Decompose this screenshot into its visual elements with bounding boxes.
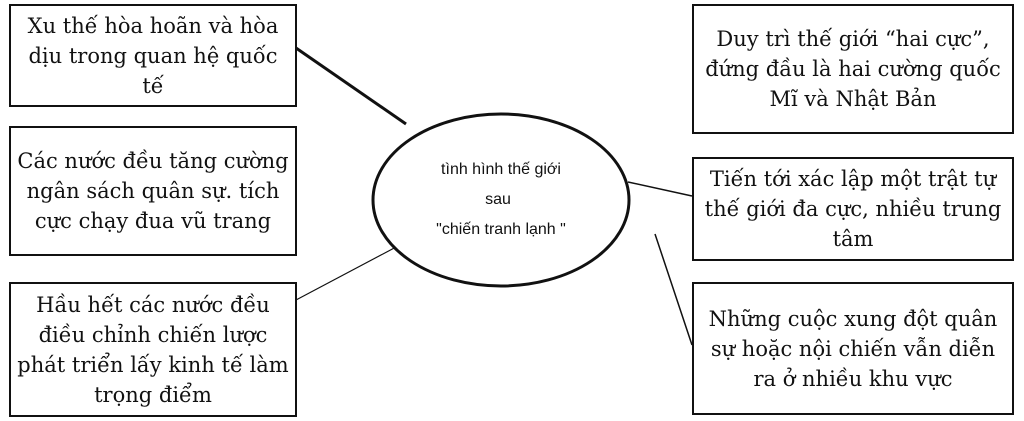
- connector-left-top: [295, 46, 407, 126]
- box-right-multipolar: Tiến tới xác lập một trật tự thế giới đa…: [692, 157, 1014, 261]
- connector-right-bottom: [654, 233, 693, 346]
- box-left-detente: Xu thế hòa hoãn và hòa dịu trong quan hệ…: [9, 4, 297, 107]
- connector-right-middle: [627, 181, 693, 197]
- box-right-multipolar-text: Tiến tới xác lập một trật tự thế giới đa…: [704, 167, 1002, 251]
- box-right-bipolar-text: Duy trì thế giới “hai cực”, đứng đầu là …: [705, 27, 1001, 111]
- box-left-economic-strategy-text: Hầu hết các nước đều điều chỉnh chiến lư…: [17, 292, 289, 407]
- box-left-military-budget-text: Các nước đều tăng cường ngân sách quân s…: [17, 149, 289, 233]
- box-left-economic-strategy: Hầu hết các nước đều điều chỉnh chiến lư…: [9, 282, 297, 417]
- center-topic-line-2: sau: [485, 191, 511, 208]
- box-left-military-budget: Các nước đều tăng cường ngân sách quân s…: [9, 126, 297, 256]
- center-topic-line-3: "chiến tranh lạnh ": [436, 221, 566, 238]
- center-topic: tình hình thế giới sau "chiến tranh lạnh…: [372, 112, 630, 288]
- center-topic-line-1: tình hình thế giới: [441, 161, 561, 178]
- center-ellipse: [371, 112, 631, 288]
- box-right-conflicts-text: Những cuộc xung đột quân sự hoặc nội chi…: [708, 306, 998, 391]
- box-right-conflicts: Những cuộc xung đột quân sự hoặc nội chi…: [692, 282, 1014, 415]
- connector-left-bottom: [295, 245, 399, 301]
- box-left-detente-text: Xu thế hòa hoãn và hòa dịu trong quan hệ…: [27, 13, 279, 98]
- box-right-bipolar: Duy trì thế giới “hai cực”, đứng đầu là …: [692, 4, 1014, 134]
